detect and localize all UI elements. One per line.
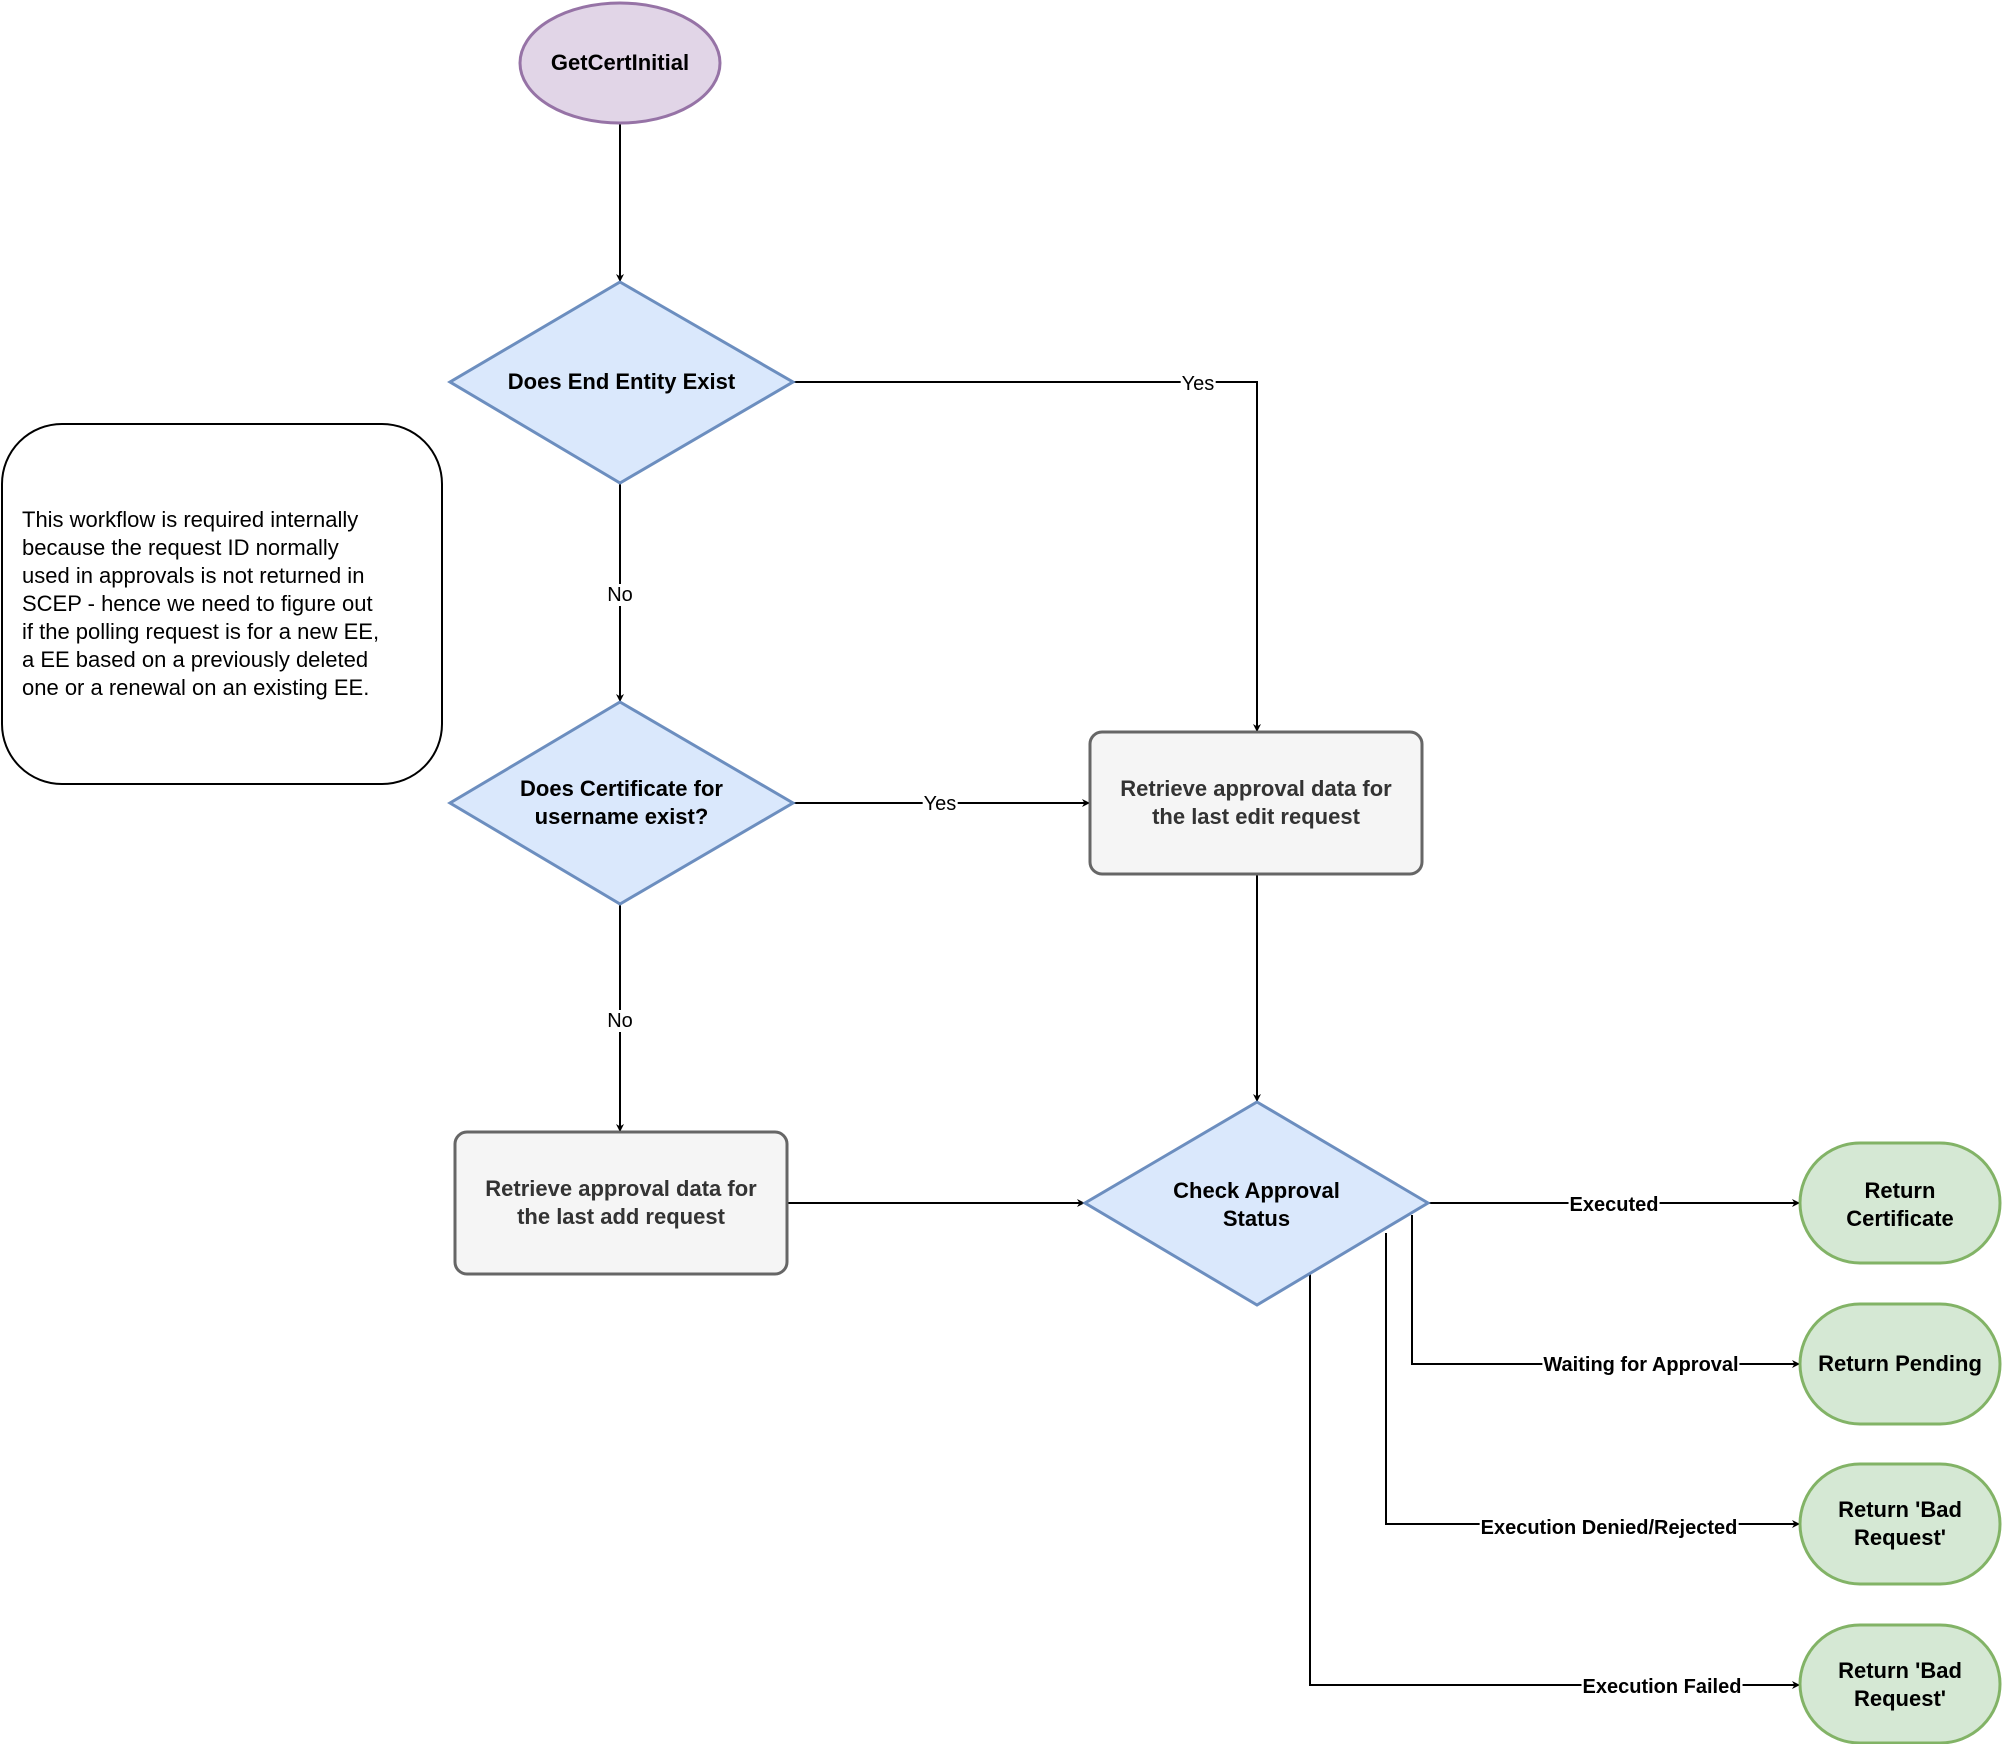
edge-ee-yes (793, 381, 1261, 732)
workflow-note: This workflow is required internally bec… (22, 506, 379, 702)
start-node-label: GetCertInitial (550, 50, 690, 75)
note-line: This workflow is required internally (22, 507, 359, 532)
return-cert-shape (1798, 1141, 2002, 1265)
edge-denied (1385, 1233, 1800, 1528)
note-line: used in approvals is not returned in (22, 563, 365, 588)
edit-request-box (1088, 730, 1424, 876)
cert-exist-diamond (447, 700, 796, 906)
return-pending-label: Return Pending (1818, 1351, 1982, 1376)
return-pending-shape (1798, 1302, 2002, 1426)
return-bad-2-label: Return 'Bad Request' (1838, 1658, 1962, 1711)
edge-label-cert-no: No (606, 1010, 634, 1032)
return-cert-label: Return Certificate (1846, 1178, 1954, 1231)
edge-label-denied: Execution Denied/Rejected (1479, 1517, 1739, 1539)
edge-waiting (1411, 1215, 1800, 1368)
note-line: if the polling request is for a new EE, (22, 619, 380, 644)
start-node-shape (518, 1, 722, 125)
ee-exist-label: Does End Entity Exist (507, 369, 736, 394)
cert-exist-label: Does Certificate for username exist? (520, 776, 723, 829)
edge-label-waiting: Waiting for Approval (1542, 1354, 1740, 1376)
check-status-label: Check Approval Status (1173, 1178, 1340, 1231)
edge-failed (1309, 1272, 1800, 1689)
return-bad-1-shape (1798, 1462, 2002, 1586)
note-line: one or a renewal on an existing EE. (22, 675, 370, 700)
edge-label-ee-no: No (606, 584, 634, 606)
edit-request-label: Retrieve approval data for the last edit… (1120, 776, 1392, 829)
add-request-label: Retrieve approval data for the last add … (485, 1176, 757, 1229)
edge-label-failed: Execution Failed (1581, 1676, 1743, 1698)
ee-exist-diamond (447, 280, 796, 485)
add-request-box (453, 1130, 789, 1276)
return-bad-2-shape (1798, 1623, 2002, 1744)
note-line: a EE based on a previously deleted (22, 647, 369, 672)
check-status-diamond (1082, 1100, 1431, 1307)
return-bad-1-label: Return 'Bad Request' (1838, 1497, 1962, 1550)
edge-label-cert-yes: Yes (922, 793, 958, 815)
note-box (1, 423, 443, 785)
note-line: because the request ID normally (22, 535, 339, 560)
note-line: SCEP - hence we need to figure out (22, 591, 373, 616)
edge-label-ee-yes: Yes (1180, 373, 1216, 395)
edge-label-executed: Executed (1568, 1194, 1660, 1216)
